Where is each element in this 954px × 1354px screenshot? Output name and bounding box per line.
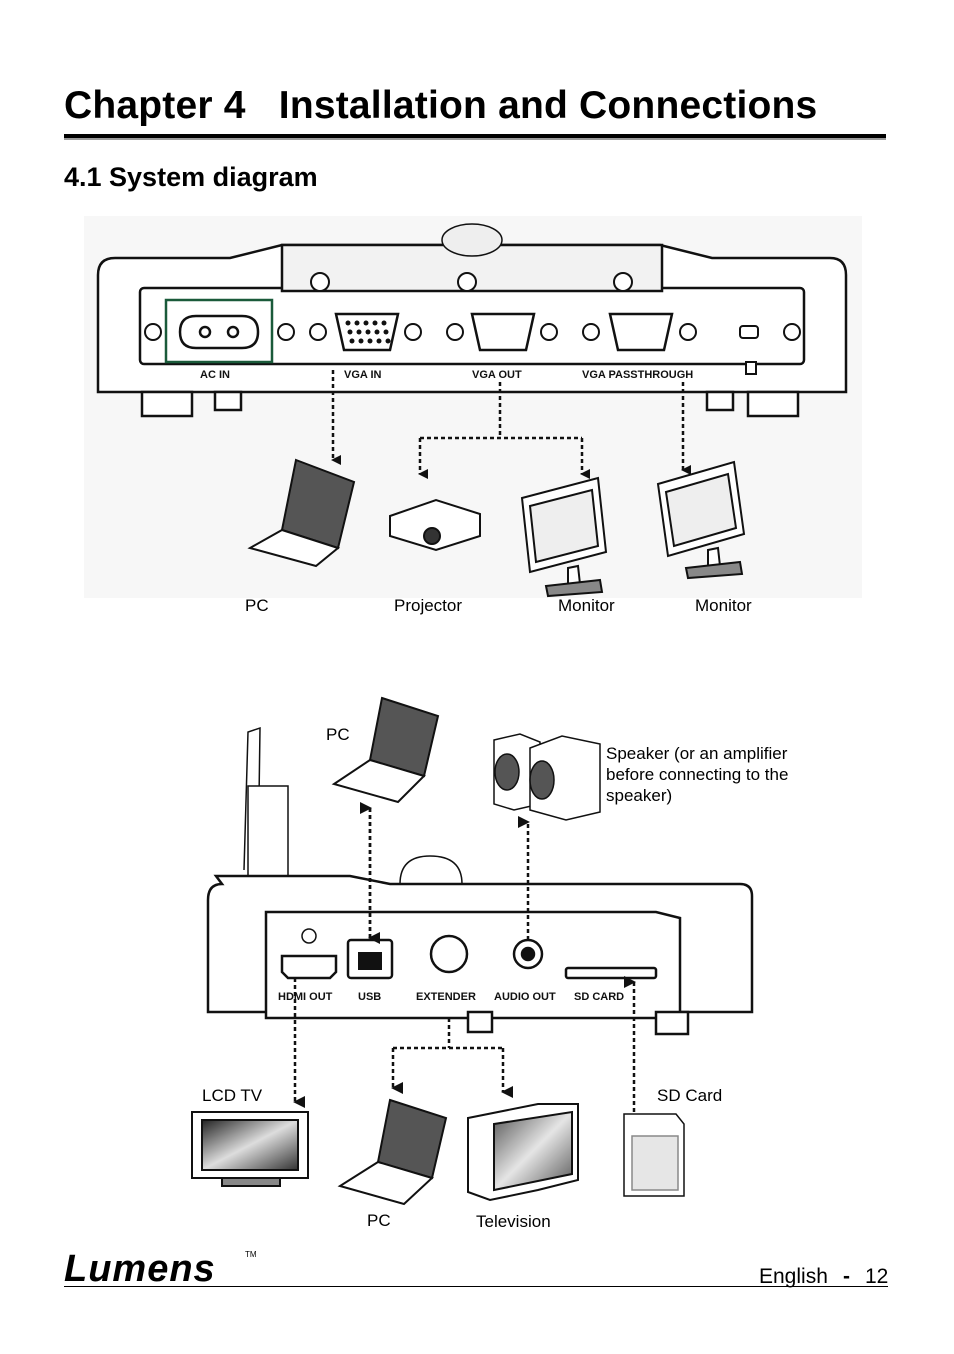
port-label-sd-card: SD CARD: [574, 991, 624, 1003]
television-icon: [467, 1103, 579, 1202]
device-label-monitor: Monitor: [558, 596, 615, 615]
hdmi-cec-icon: [301, 928, 317, 944]
trademark-mark: TM: [245, 1250, 257, 1259]
footer-rule: [64, 1286, 888, 1287]
pc-laptop-icon: [247, 458, 356, 568]
port-label-vga-passthrough: VGA PASSTHROUGH: [582, 369, 693, 381]
sd-card-slot-icon: [564, 966, 658, 980]
pc-laptop-icon-bottom: [337, 1098, 448, 1206]
kensington-lock-icon: [739, 325, 759, 375]
device-label-speaker: Speaker (or an amplifier before connecti…: [606, 744, 789, 805]
vga-out-port-icon: [470, 312, 536, 352]
device-label-monitor-2: Monitor: [695, 596, 752, 615]
lcd-tv-icon: [191, 1111, 309, 1187]
chapter-title: Chapter 4 Installation and Connections: [64, 84, 818, 127]
hdmi-out-port-icon: [280, 954, 338, 980]
side-ports: [280, 928, 658, 980]
section-title: 4.1 System diagram: [64, 162, 318, 192]
footer-separator: -: [843, 1265, 850, 1288]
lumens-logo: Lumens: [64, 1248, 216, 1290]
port-label-hdmi-out: HDMI OUT: [278, 991, 333, 1003]
projector-icon: [389, 498, 481, 552]
ac-in-port-icon: [164, 298, 274, 364]
speaker-icon: [493, 733, 601, 821]
device-label-pc-bottom: PC: [367, 1211, 391, 1230]
extender-port-icon: [429, 934, 469, 974]
device-label-projector: Projector: [394, 596, 463, 615]
pc-laptop-icon-top: [331, 696, 440, 804]
device-label-pc-top: PC: [326, 725, 350, 744]
sd-card-icon: [623, 1113, 685, 1197]
footer-language: English: [759, 1265, 828, 1288]
title-rule: [64, 134, 886, 140]
vga-passthrough-port-icon: [608, 312, 674, 352]
device-label-television: Television: [476, 1212, 551, 1231]
vga-in-port-icon: [334, 312, 400, 352]
screw-icons: [144, 272, 801, 341]
port-label-ac-in: AC IN: [200, 369, 230, 381]
device-label-lcd-tv: LCD TV: [202, 1086, 263, 1105]
port-label-extender: EXTENDER: [416, 991, 476, 1003]
monitor-icon: [520, 476, 608, 598]
connection-lines-vga: [331, 370, 691, 479]
port-label-audio-out: AUDIO OUT: [494, 991, 556, 1003]
device-label-pc: PC: [245, 596, 269, 615]
monitor-icon-2: [656, 460, 746, 580]
page-number: 12: [865, 1265, 889, 1288]
port-label-vga-out: VGA OUT: [472, 369, 522, 381]
port-label-vga-in: VGA IN: [344, 369, 382, 381]
port-label-usb: USB: [358, 991, 381, 1003]
connection-lines-side: [293, 802, 636, 1112]
device-label-sd-card: SD Card: [657, 1086, 723, 1105]
